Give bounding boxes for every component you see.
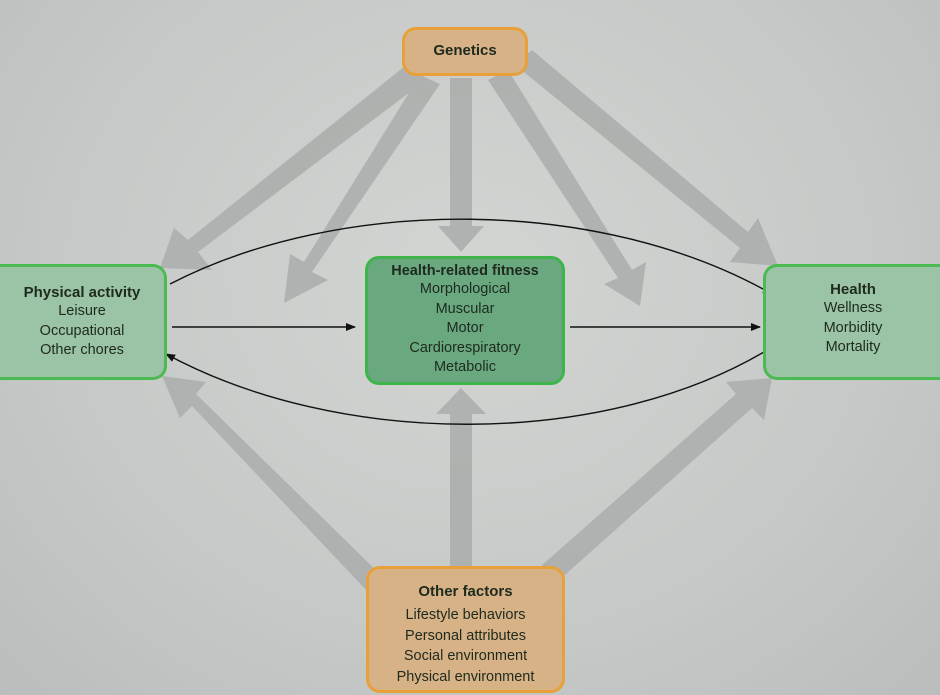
gray-arrow-other-to-health [532,378,772,590]
gray-arrow-genetics-to-activity [160,62,426,270]
health-title: Health [830,281,876,298]
gray-arrow-genetics-to-health-inner [488,70,646,306]
health-box: Health Wellness Morbidity Mortality [763,264,940,380]
black-arrow-activity-to-health-curve [169,218,773,295]
fitness-item: Metabolic [433,359,497,375]
other-factors-title: Other factors [418,583,513,600]
gray-arrow-genetics-to-health-outer [514,50,778,266]
fitness-item: Motor [446,320,484,336]
health-item: Wellness [823,300,883,316]
health-related-fitness-box: Health-related fitness Morphological Mus… [365,256,565,385]
other-factors-box: Other factors Lifestyle behaviors Person… [366,566,565,693]
gray-arrow-other-to-activity [162,376,386,594]
other-factors-item: Physical environment [396,668,535,685]
health-item: Mortality [825,339,881,355]
fitness-item: Muscular [435,300,495,317]
fitness-item: Morphological [419,281,511,297]
fitness-title: Health-related fitness [391,263,539,279]
other-factors-item: Lifestyle behaviors [405,607,526,623]
other-factors-item: Personal attributes [405,627,526,644]
gray-arrow-other-to-fitness [436,388,486,566]
genetics-box: Genetics [402,27,528,76]
physical-activity-box: Physical activity Leisure Occupational O… [0,264,167,380]
health-item: Morbidity [823,319,883,336]
black-arrow-health-to-activity-curve [165,351,765,425]
gray-arrow-genetics-to-fitness-center [438,78,484,252]
fitness-item: Cardiorespiratory [409,339,521,356]
physical-activity-item: Leisure [58,303,106,319]
gray-arrow-genetics-to-fitness-left [284,75,440,303]
other-factors-item: Social environment [403,648,528,664]
physical-activity-item: Occupational [39,322,125,339]
physical-activity-item: Other chores [40,342,124,358]
physical-activity-title: Physical activity [23,284,141,301]
genetics-title: Genetics [433,42,497,59]
